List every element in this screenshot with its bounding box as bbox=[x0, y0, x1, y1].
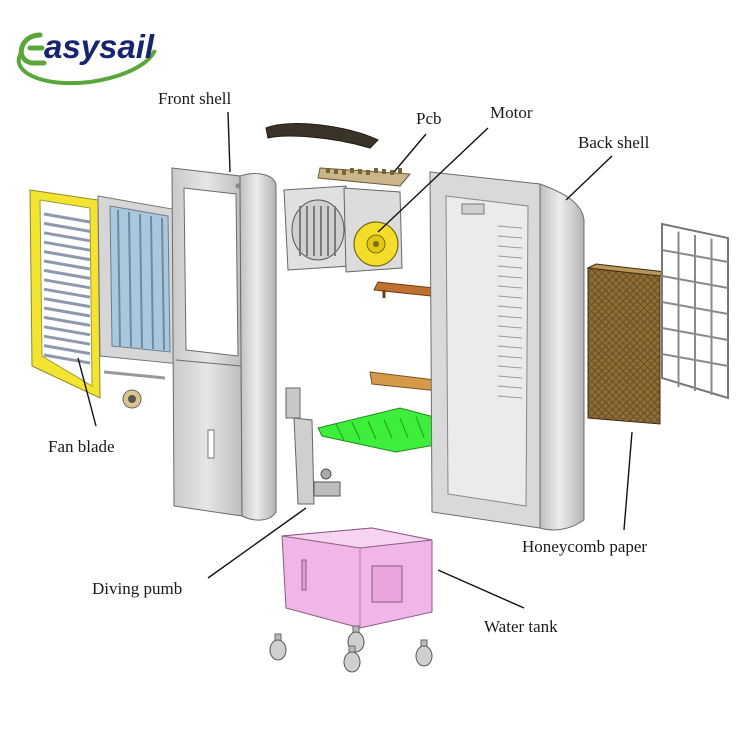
logo-swoosh-icon bbox=[16, 49, 157, 86]
louver-slat bbox=[43, 212, 91, 224]
back-grid-line bbox=[497, 255, 523, 259]
back-grid-line bbox=[497, 395, 523, 399]
leader-fan-blade bbox=[77, 357, 97, 427]
logo-text: asysail bbox=[44, 28, 155, 65]
label-diving-pump: Diving pumb bbox=[92, 579, 182, 598]
louver-slat bbox=[43, 250, 91, 262]
brand-logo: asysail bbox=[16, 28, 157, 86]
back-shell-part bbox=[429, 171, 585, 531]
back-grid-line bbox=[497, 335, 523, 339]
back-grid-line bbox=[497, 375, 523, 379]
louver-slat bbox=[43, 306, 91, 318]
back-grid-line bbox=[497, 355, 523, 359]
pcb-component bbox=[358, 169, 362, 174]
filter-grid-h bbox=[661, 249, 729, 263]
top-cover-part bbox=[265, 123, 379, 149]
filter-grid-h bbox=[661, 353, 729, 367]
back-grid-line bbox=[497, 295, 523, 299]
louver-slat bbox=[43, 325, 91, 337]
label-fan-blade: Fan blade bbox=[48, 437, 115, 456]
pcb-component bbox=[350, 168, 354, 173]
rotor-bar bbox=[117, 209, 121, 347]
fan-motor-small bbox=[103, 370, 166, 409]
back-grid-line bbox=[497, 325, 523, 329]
diving-pump-part bbox=[285, 387, 341, 505]
rotor-bar bbox=[150, 215, 154, 350]
louver-slat bbox=[43, 268, 91, 280]
back-grid-line bbox=[497, 245, 523, 249]
label-water-tank: Water tank bbox=[484, 617, 558, 636]
back-grid-line bbox=[497, 305, 523, 309]
pcb-component bbox=[398, 168, 402, 173]
fan-blade-part bbox=[29, 189, 101, 399]
back-grid-line bbox=[497, 275, 523, 279]
logo-e-icon bbox=[18, 32, 47, 66]
filter-grid-h bbox=[661, 301, 729, 315]
louver-slat bbox=[43, 240, 91, 252]
fan-rotor-frame bbox=[97, 195, 181, 365]
louver-slat bbox=[43, 287, 91, 299]
back-grid-line bbox=[497, 345, 523, 349]
label-back-shell: Back shell bbox=[578, 133, 650, 152]
louver-slat bbox=[43, 278, 91, 290]
pcb-part bbox=[317, 167, 412, 187]
label-pcb: Pcb bbox=[416, 109, 442, 128]
pcb-component bbox=[382, 169, 386, 174]
tray-rib bbox=[351, 422, 361, 440]
tray-rib bbox=[335, 423, 345, 441]
label-motor: Motor bbox=[490, 103, 533, 122]
back-grid-line bbox=[497, 285, 523, 289]
back-filter-part bbox=[661, 222, 729, 400]
louver-slat bbox=[43, 353, 91, 365]
water-tank-part bbox=[281, 527, 433, 629]
tray-rib bbox=[399, 417, 409, 439]
label-front-shell: Front shell bbox=[158, 89, 231, 108]
back-grid-line bbox=[497, 365, 523, 369]
honeycomb-paper-part bbox=[586, 263, 668, 425]
louver-slat bbox=[43, 221, 91, 233]
filter-grid-h bbox=[661, 275, 729, 289]
leader-diving-pump bbox=[207, 507, 307, 579]
caster-wheel-icon bbox=[415, 645, 433, 667]
louver-slat bbox=[43, 297, 91, 309]
leader-honeycomb bbox=[623, 431, 633, 531]
leader-water-tank bbox=[437, 569, 525, 609]
back-grid-line bbox=[497, 225, 523, 229]
tray-rib bbox=[415, 416, 425, 438]
louver-slat bbox=[43, 231, 91, 243]
rotor-bar bbox=[161, 217, 165, 351]
leader-front-shell bbox=[227, 111, 231, 173]
caster-wheels bbox=[269, 625, 433, 673]
tray-rib bbox=[367, 420, 377, 440]
filter-grid-h bbox=[661, 327, 729, 341]
pcb-component bbox=[342, 170, 346, 175]
motor-part bbox=[283, 185, 403, 273]
pcb-component bbox=[374, 168, 378, 173]
back-grid-line bbox=[497, 265, 523, 269]
rotor-bar bbox=[139, 213, 143, 349]
louver-slat bbox=[43, 334, 91, 346]
back-grid-line bbox=[497, 235, 523, 239]
louver-slat bbox=[43, 344, 91, 356]
front-shell-part bbox=[171, 167, 277, 521]
back-grid-line bbox=[497, 315, 523, 319]
pcb-component bbox=[390, 170, 394, 175]
leader-motor bbox=[377, 127, 489, 233]
back-grid-line bbox=[497, 385, 523, 389]
pcb-component bbox=[326, 168, 330, 173]
caster-wheel-icon bbox=[343, 651, 361, 673]
leader-lines bbox=[77, 111, 633, 609]
rotor-bar bbox=[128, 211, 132, 348]
leader-back-shell bbox=[565, 155, 613, 201]
tray-rib bbox=[383, 419, 393, 439]
label-honeycomb-paper: Honeycomb paper bbox=[522, 537, 647, 556]
pcb-component bbox=[366, 170, 370, 175]
louver-slat bbox=[43, 259, 91, 271]
louver-slat bbox=[43, 315, 91, 327]
caster-wheel-icon bbox=[269, 639, 287, 661]
pcb-component bbox=[334, 169, 338, 174]
leader-pcb bbox=[393, 133, 427, 173]
